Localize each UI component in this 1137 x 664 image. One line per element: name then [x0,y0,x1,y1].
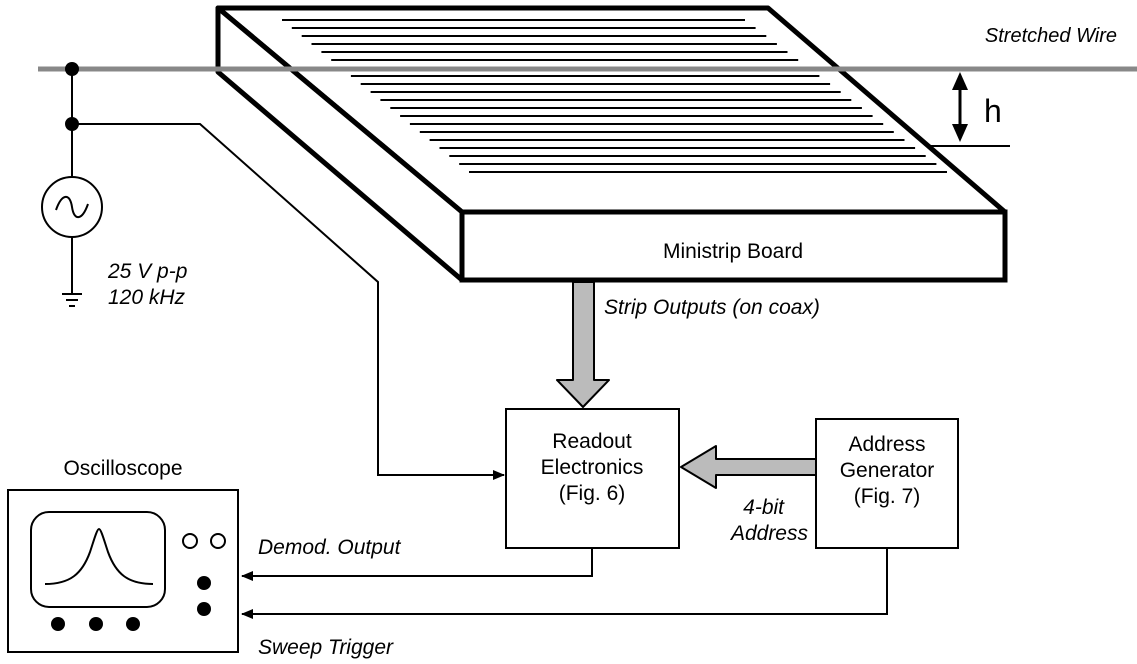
ground-icon [62,293,82,307]
oscilloscope-button-3 [126,617,140,631]
readout-label-line1: Readout [552,430,632,453]
demod-output-label: Demod. Output [258,536,402,559]
readout-electronics-box [505,408,680,549]
board-front-face [459,209,1008,283]
oscilloscope-trace [44,527,154,585]
source-voltage-label: 25 V p-p [107,260,187,283]
oscilloscope-button-1 [51,617,65,631]
stretched-wire-label: Stretched Wire [985,25,1117,47]
oscilloscope-knob-2 [210,533,226,549]
ministrip-board: Ministrip Board [215,5,1008,283]
demod-output-line [241,548,593,581]
oscilloscope-input-jack-1 [197,576,211,590]
height-marker [930,72,1010,147]
height-arrow-down [952,124,968,142]
board-strips [282,19,947,173]
reference-signal-line [72,123,505,480]
sweep-trigger-line [241,548,888,619]
height-arrow-up [952,72,968,90]
address-bus-label-line2: Address [729,522,809,545]
oscilloscope [7,489,239,653]
source-frequency-label: 120 kHz [108,286,186,309]
strip-outputs-label: Strip Outputs (on coax) [604,296,820,319]
oscilloscope-label: Oscilloscope [63,457,182,480]
height-label: h [984,93,1002,129]
oscilloscope-screen [30,511,166,608]
address-generator-label-line2: Generator [840,459,935,482]
strip-outputs-bus-arrow [556,281,610,408]
sine-wave-glyph [55,195,89,219]
address-generator-label-line1: Address [848,433,925,456]
sweep-trigger-label: Sweep Trigger [258,636,394,659]
wire-junction-dot [65,62,79,76]
board-label: Ministrip Board [663,240,803,263]
readout-label-line3: (Fig. 6) [559,482,626,505]
ac-source: 25 V p-p 120 kHz [41,62,187,309]
address-generator-label-line3: (Fig. 7) [854,485,921,508]
oscilloscope-input-jack-2 [197,602,211,616]
address-bus-arrow [680,445,817,489]
readout-label-line2: Electronics [541,456,644,479]
address-generator-box [815,418,959,549]
oscilloscope-button-2 [89,617,103,631]
oscilloscope-knob-1 [182,533,198,549]
address-bus-label-line1: 4-bit [743,496,785,519]
